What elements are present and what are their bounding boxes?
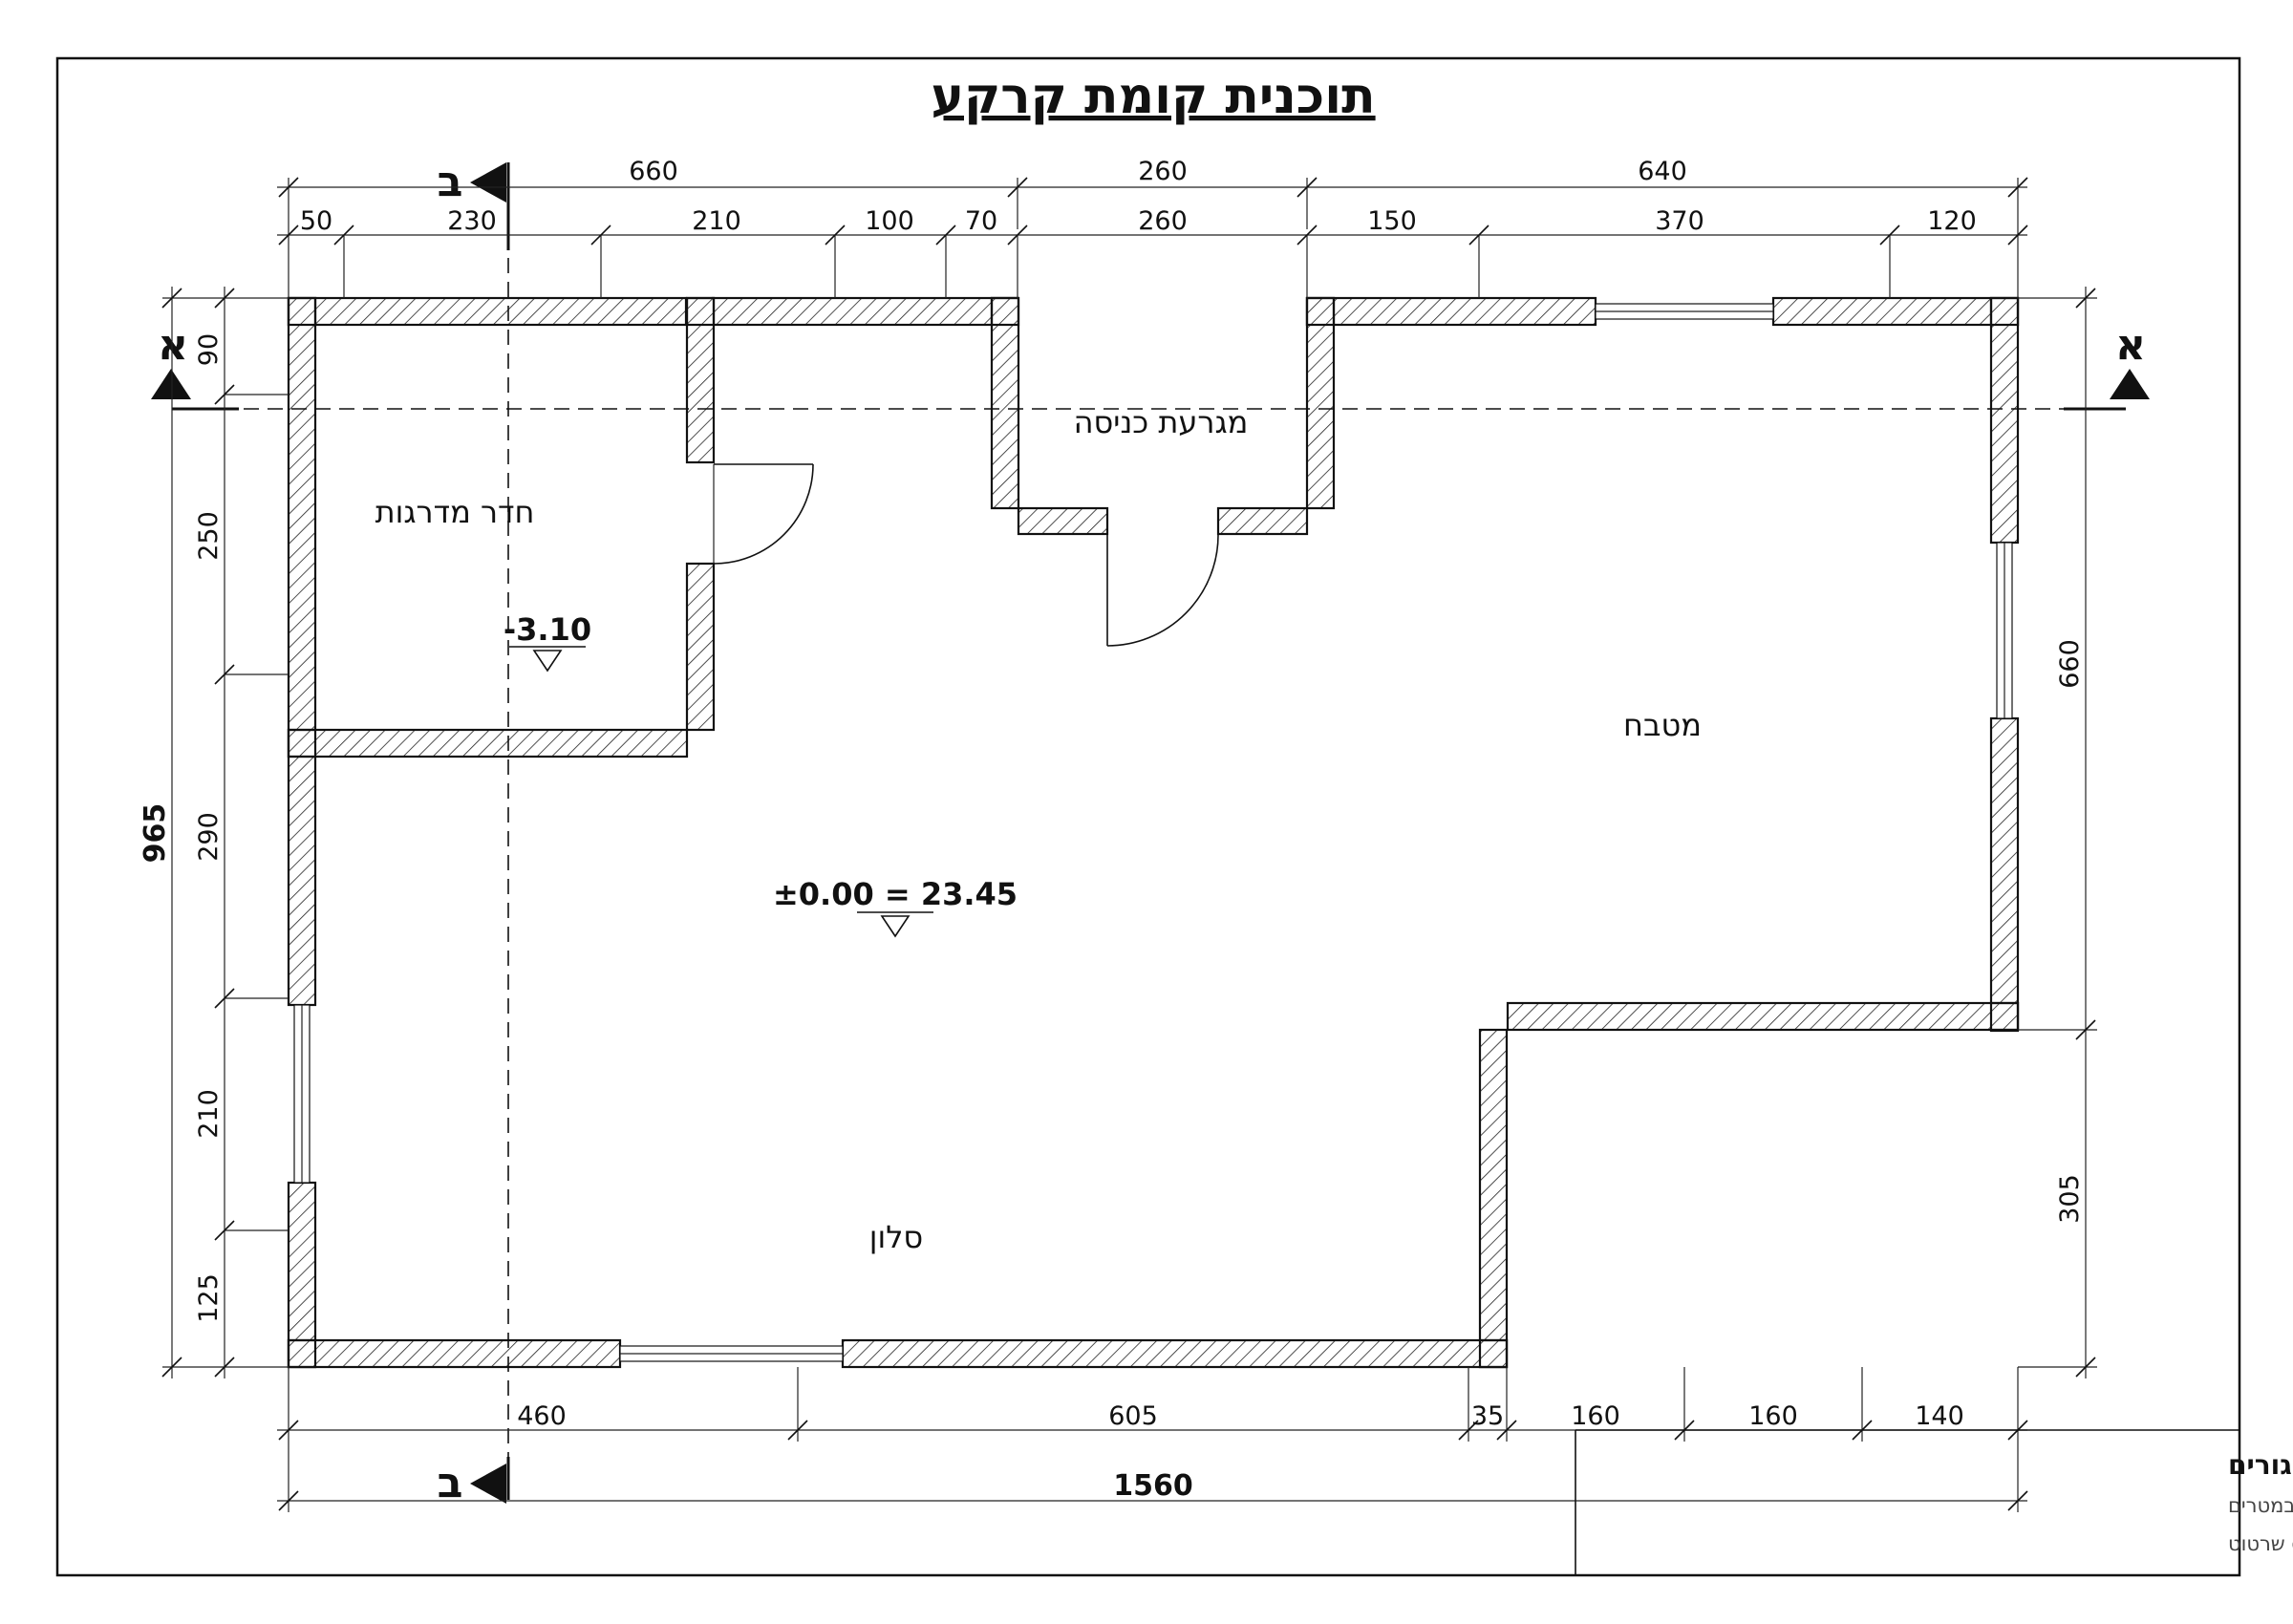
dim-top-detail: 50 230 210 100 70 260 150 370 120 bbox=[277, 206, 2028, 298]
dim-bottom-detail-2: 605 bbox=[1108, 1401, 1158, 1431]
wall-niche-bottom-right bbox=[1216, 506, 1309, 536]
dim-top-detail-1: 50 bbox=[300, 206, 332, 236]
level-main-marker bbox=[880, 915, 911, 938]
dim-top-overall: 660 260 640 bbox=[277, 157, 2028, 298]
dim-top-detail-4: 100 bbox=[865, 206, 914, 236]
dim-top-detail-2: 230 bbox=[447, 206, 497, 236]
title-block-line2: מבנה מגורים אמיתי — divici מתוך הקריאה ה… bbox=[2228, 1532, 2293, 1555]
section-b-bottom-label: ב bbox=[438, 1459, 463, 1507]
room-labels: חדר מדרגות מגרעת כניסה מטבח סלון bbox=[375, 404, 1702, 1255]
window-bottom bbox=[619, 1345, 844, 1362]
dim-right-detail-1: 660 bbox=[2055, 639, 2085, 689]
title-block-title: מבנה אמיתי — קומת מגורים bbox=[2228, 1449, 2293, 1481]
dim-bottom-detail-5: 160 bbox=[1748, 1401, 1798, 1431]
wall-right-upper bbox=[1989, 296, 2020, 545]
dim-top-detail-3: 210 bbox=[692, 206, 741, 236]
dim-top-overall-1: 660 bbox=[629, 157, 678, 186]
section-a-right-arrow bbox=[2110, 369, 2150, 399]
wall-top-right-2 bbox=[1771, 296, 2020, 327]
wall-step-horizontal bbox=[1506, 1001, 2020, 1032]
section-b-top-label: ב bbox=[438, 158, 463, 206]
walls bbox=[287, 296, 2020, 1369]
wall-top-left bbox=[287, 296, 688, 327]
wall-stair-right-lower bbox=[685, 562, 716, 732]
wall-niche-right bbox=[1305, 296, 1336, 510]
dim-left-detail-3: 290 bbox=[194, 812, 224, 862]
dim-left-detail-1: 90 bbox=[194, 333, 224, 366]
level-marks: -3.10 ±0.00 = 23.45 bbox=[504, 611, 1018, 938]
title-block: מבנה אמיתי — קומת מגורים תוכנית · קנ"מ 1… bbox=[1575, 1429, 2293, 1575]
door-entrance bbox=[1106, 533, 1219, 647]
dim-top-detail-9: 120 bbox=[1927, 206, 1977, 236]
dim-left-detail-5: 125 bbox=[194, 1273, 224, 1323]
section-a-right-label: א bbox=[2115, 321, 2146, 370]
section-a-left-label: א bbox=[158, 321, 188, 370]
room-label-entrance: מגרעת כניסה bbox=[1074, 404, 1249, 440]
dim-bottom-detail-3: 35 bbox=[1471, 1401, 1504, 1431]
dim-right-detail-2: 305 bbox=[2055, 1174, 2085, 1224]
room-label-living: סלון bbox=[869, 1219, 923, 1255]
section-b-bottom-arrow bbox=[470, 1464, 506, 1504]
room-label-kitchen: מטבח bbox=[1623, 707, 1702, 743]
section-lines: א א ב ב bbox=[151, 158, 2150, 1507]
wall-stair-right-upper bbox=[685, 296, 716, 464]
dim-bottom-detail: 460 605 35 160 160 140 bbox=[277, 1367, 2028, 1442]
doors bbox=[713, 463, 1219, 647]
wall-left-upper bbox=[287, 296, 317, 1007]
dim-right-detail: 660 305 bbox=[2018, 287, 2097, 1378]
dim-bottom-detail-1: 460 bbox=[517, 1401, 567, 1431]
section-b-top-arrow bbox=[470, 162, 506, 203]
wall-top-mid bbox=[711, 296, 1019, 327]
dim-top-detail-6: 260 bbox=[1138, 206, 1188, 236]
window-left bbox=[293, 1004, 311, 1184]
room-label-stairs: חדר מדרגות bbox=[375, 494, 535, 530]
level-stairs-marker bbox=[532, 650, 563, 673]
dim-top-overall-3: 640 bbox=[1638, 157, 1687, 186]
dim-left-detail-2: 250 bbox=[194, 511, 224, 561]
dim-top-detail-8: 370 bbox=[1655, 206, 1704, 236]
dim-bottom-detail-4: 160 bbox=[1571, 1401, 1620, 1431]
dim-top-detail-5: 70 bbox=[965, 206, 997, 236]
wall-step-vertical bbox=[1478, 1028, 1509, 1369]
window-top-right bbox=[1595, 303, 1774, 320]
wall-stair-bottom bbox=[287, 728, 689, 759]
window-right bbox=[1996, 542, 2013, 719]
sheet-border bbox=[55, 56, 2241, 1577]
dim-left-overall-value: 965 bbox=[139, 803, 172, 864]
windows bbox=[293, 303, 2013, 1362]
wall-right-lower bbox=[1989, 716, 2020, 1033]
dim-bottom-detail-6: 140 bbox=[1915, 1401, 1964, 1431]
dim-top-detail-7: 150 bbox=[1367, 206, 1417, 236]
dim-bottom-overall-value: 1560 bbox=[1113, 1469, 1193, 1503]
dim-left-detail: 90 250 290 210 125 bbox=[194, 287, 289, 1378]
level-stairs-value: -3.10 bbox=[504, 611, 591, 648]
dim-top-overall-2: 260 bbox=[1138, 157, 1188, 186]
wall-top-right-1 bbox=[1305, 296, 1597, 327]
level-main-value: ±0.00 = 23.45 bbox=[773, 876, 1018, 912]
dimensions: 660 260 640 bbox=[139, 157, 2097, 1512]
wall-niche-bottom-left bbox=[1017, 506, 1109, 536]
wall-niche-left bbox=[990, 296, 1020, 510]
wall-bottom-right bbox=[841, 1338, 1509, 1369]
section-a-left-arrow bbox=[151, 369, 191, 399]
wall-bottom-left bbox=[287, 1338, 622, 1369]
drawing-title: תוכנית קומת קרקע bbox=[931, 68, 1375, 125]
door-stair-room bbox=[713, 463, 814, 565]
title-block-line1: תוכנית · קנ"מ 1:100 · מידות בס"מ · מפלסי… bbox=[2228, 1494, 2293, 1517]
dim-bottom-overall: 1560 bbox=[277, 1442, 2028, 1512]
dim-left-detail-4: 210 bbox=[194, 1089, 224, 1139]
